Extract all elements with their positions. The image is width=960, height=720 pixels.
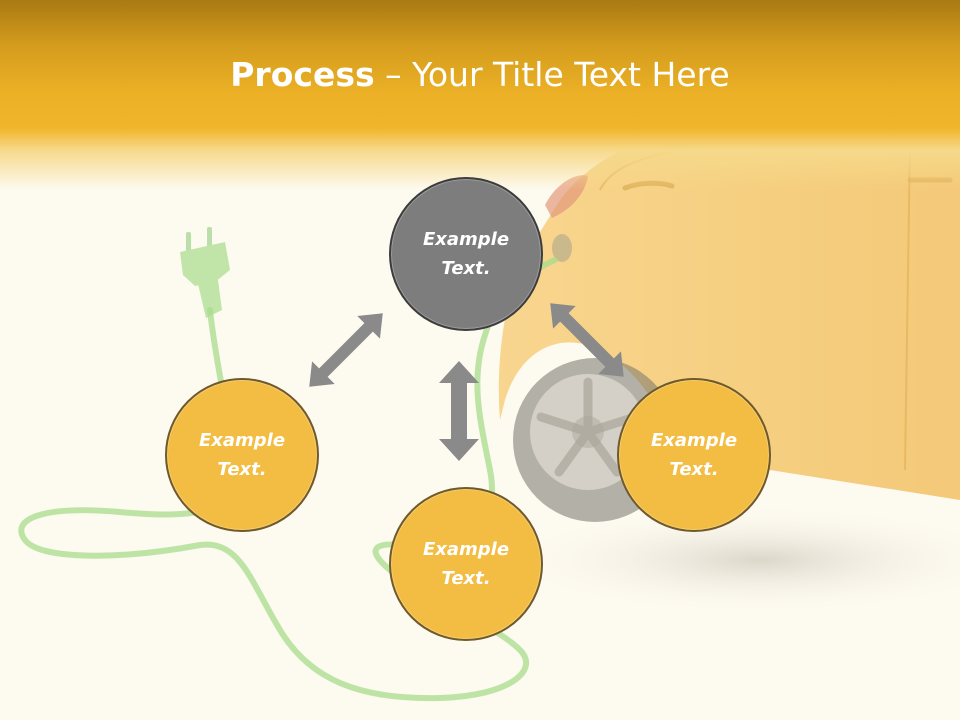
node-left-line2: Text. bbox=[217, 459, 267, 480]
node-right-line1: Example bbox=[650, 430, 738, 451]
title-bold: Process bbox=[230, 55, 375, 94]
arrow-left-top bbox=[309, 313, 383, 387]
node-left[interactable]: Example Text. bbox=[165, 378, 319, 532]
arrow-top-right bbox=[550, 303, 624, 377]
node-bottom-line2: Text. bbox=[441, 568, 491, 589]
node-right-line2: Text. bbox=[669, 459, 719, 480]
plug-icon bbox=[180, 227, 230, 318]
title-dash: – bbox=[374, 55, 413, 94]
car-shadow bbox=[500, 505, 960, 615]
arrow-top-bottom bbox=[439, 361, 479, 461]
node-top[interactable]: Example Text. bbox=[389, 177, 543, 331]
header-bar bbox=[0, 0, 960, 190]
node-bottom[interactable]: Example Text. bbox=[389, 487, 543, 641]
slide-title: Process – Your Title Text Here bbox=[0, 52, 960, 98]
car-charge-port bbox=[552, 234, 572, 262]
title-rest: Your Title Text Here bbox=[412, 55, 730, 94]
node-left-line1: Example bbox=[198, 430, 286, 451]
car-body bbox=[498, 128, 960, 500]
charging-cable bbox=[18, 257, 558, 702]
node-right[interactable]: Example Text. bbox=[617, 378, 771, 532]
node-bottom-line1: Example bbox=[422, 539, 510, 560]
node-top-line2: Text. bbox=[441, 258, 491, 279]
node-top-line1: Example bbox=[422, 229, 510, 250]
